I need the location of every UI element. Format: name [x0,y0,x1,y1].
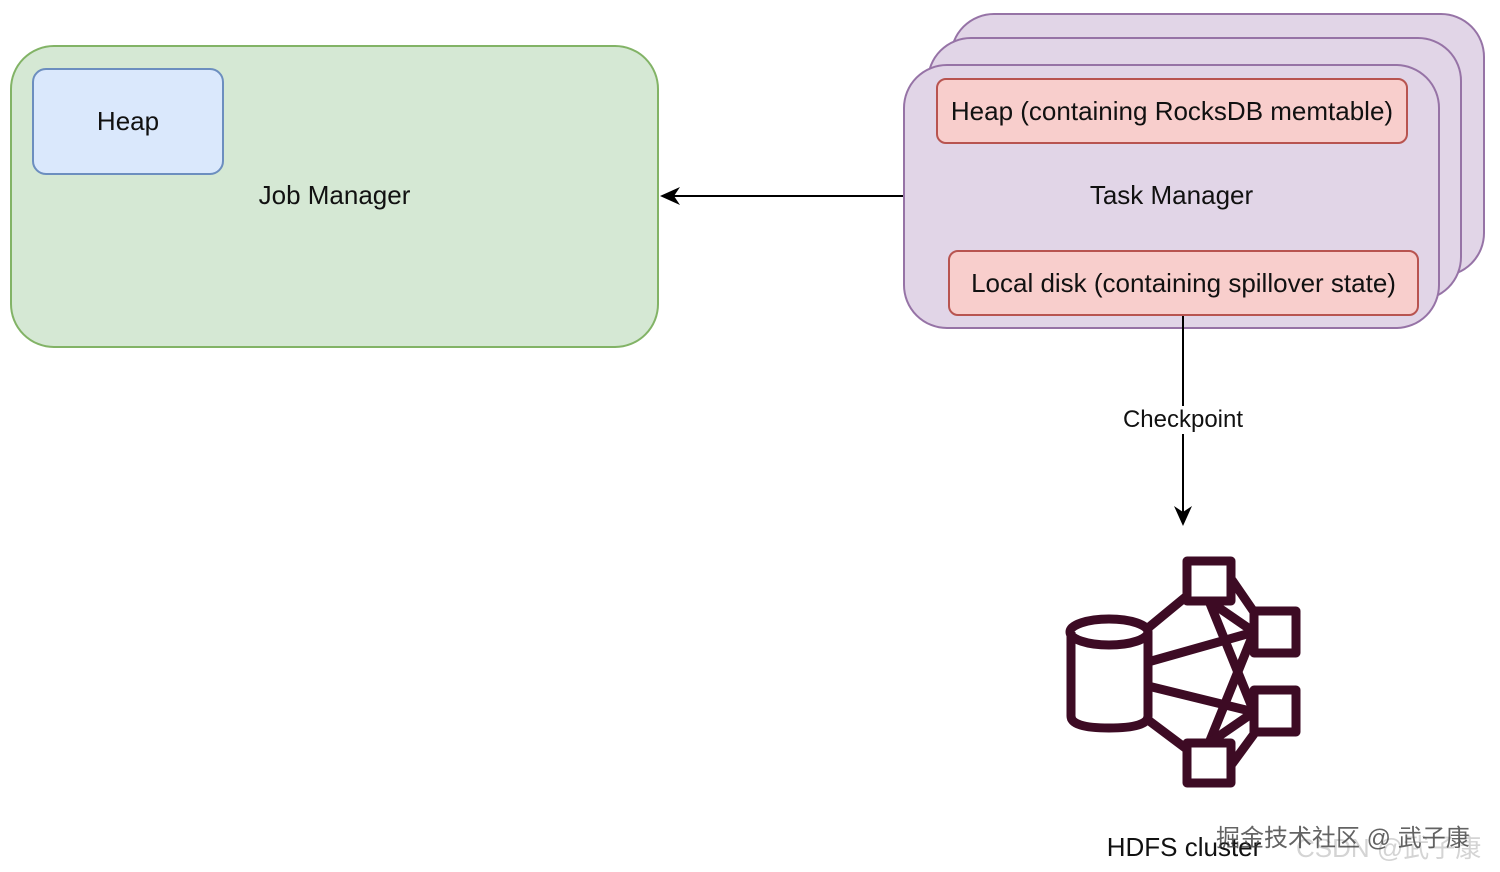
task-manager-label: Task Manager [1089,180,1254,210]
job-manager-heap-label: Heap [96,106,160,136]
hdfs-cluster-icon [1065,556,1301,788]
task-manager-heap-label: Heap (containing RocksDB memtable) [950,95,1394,126]
checkpoint-label: Checkpoint [1100,406,1266,434]
task-manager-heap-box: Heap (containing RocksDB memtable) [936,78,1408,144]
arrowhead-left-icon [660,187,680,205]
watermark: 掘金技术社区 @ 武子康 [1216,825,1470,852]
local-disk-label: Local disk (containing spillover state) [971,267,1396,298]
job-manager-label: Job Manager [258,180,411,210]
job-manager-heap-box: Heap [32,68,224,175]
hdfs-cluster-label: HDFS cluster [1106,832,1262,862]
arrowhead-down-icon [1174,506,1192,526]
edge-task-to-job-manager [660,187,903,205]
local-disk-box: Local disk (containing spillover state) [948,250,1419,316]
watermark-csdn: CSDN @武子康 [1296,833,1482,863]
